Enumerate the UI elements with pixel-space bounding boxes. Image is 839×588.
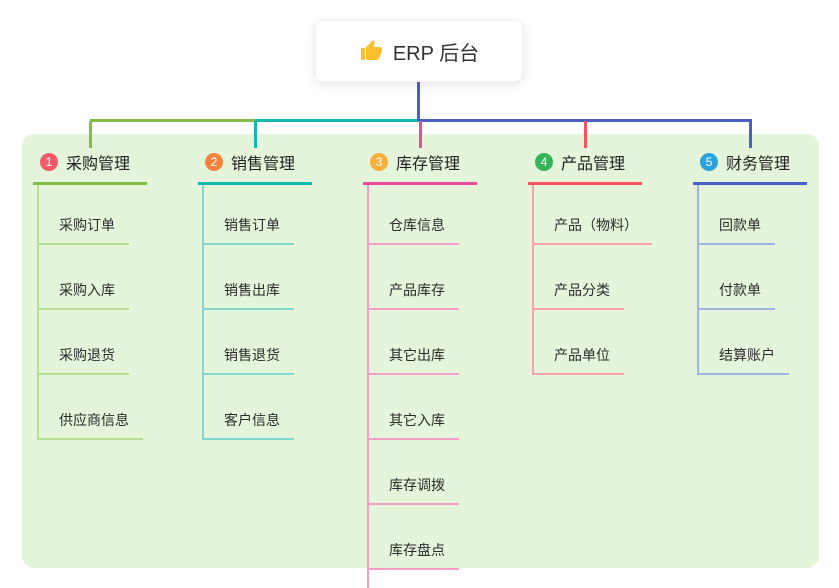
child-node-label: 产品（物料）: [554, 217, 638, 233]
branches-panel: [22, 134, 819, 568]
child-node-label: 其它入库: [389, 412, 445, 428]
branch-connector-drop: [749, 121, 752, 148]
child-node[interactable]: 回款单: [699, 185, 775, 245]
child-node[interactable]: 销售出库: [204, 245, 294, 310]
child-node[interactable]: 供应商信息: [39, 375, 143, 440]
branch: 4 产品管理 产品（物料） 产品分类产品单位: [528, 148, 652, 375]
child-node[interactable]: 仓库信息: [369, 185, 459, 245]
branch-title-label: 采购管理: [66, 156, 131, 173]
branch-title[interactable]: 1 采购管理: [33, 148, 147, 185]
branch-children: 仓库信息产品库存其它出库其它入库库存调拨库存盘点出库库明细: [367, 185, 473, 588]
child-node[interactable]: 其它出库: [369, 310, 459, 375]
branch: 2 销售管理 销售订单销售出库销售退货客户信息: [198, 148, 312, 440]
child-node-label: 其它出库: [389, 347, 445, 363]
child-node[interactable]: 产品分类: [534, 245, 624, 310]
root-node[interactable]: ERP 后台: [315, 20, 523, 82]
branch-title[interactable]: 5 财务管理: [693, 148, 807, 185]
branch-badge: 1: [40, 153, 58, 171]
branch-children: 销售订单销售出库销售退货客户信息: [202, 185, 294, 440]
child-node-label: 产品分类: [554, 282, 610, 298]
child-node-label: 客户信息: [224, 412, 280, 428]
child-node[interactable]: 产品库存: [369, 245, 459, 310]
branch-title-label: 产品管理: [561, 156, 626, 173]
child-node-label: 采购订单: [59, 217, 115, 233]
branch-title-label: 库存管理: [396, 156, 461, 173]
root-label: ERP 后台: [392, 42, 480, 65]
child-node[interactable]: 采购入库: [39, 245, 129, 310]
child-node[interactable]: 库存盘点: [369, 505, 459, 570]
child-node[interactable]: 客户信息: [204, 375, 294, 440]
branch: 5 财务管理 回款单付款单结算账户: [693, 148, 807, 375]
child-node-label: 销售出库: [224, 282, 280, 298]
branch-title[interactable]: 2 销售管理: [198, 148, 312, 185]
child-node-label: 付款单: [719, 282, 761, 298]
branch-connector-drop: [419, 121, 422, 148]
child-node-label: 产品库存: [389, 282, 445, 298]
branch-badge: 5: [700, 153, 718, 171]
branch-badge: 3: [370, 153, 388, 171]
branch-children: 产品（物料） 产品分类产品单位: [532, 185, 652, 375]
child-node[interactable]: 产品（物料）: [534, 185, 652, 245]
child-node-label: 销售订单: [224, 217, 280, 233]
child-node-label: 产品单位: [554, 347, 610, 363]
root-stem-line: [417, 82, 420, 121]
child-node[interactable]: 结算账户: [699, 310, 789, 375]
child-node[interactable]: 产品单位: [534, 310, 624, 375]
child-node[interactable]: 采购退货: [39, 310, 129, 375]
child-node[interactable]: 销售退货: [204, 310, 294, 375]
branch-children: 回款单付款单结算账户: [697, 185, 789, 375]
branch-connector-horizontal: [255, 119, 421, 122]
child-node[interactable]: 其它入库: [369, 375, 459, 440]
child-node[interactable]: 采购订单: [39, 185, 129, 245]
child-node-label: 回款单: [719, 217, 761, 233]
branch: 1 采购管理 采购订单采购入库采购退货供应商信息: [33, 148, 147, 440]
child-node[interactable]: 出库库明细: [369, 570, 473, 588]
branch: 3 库存管理 仓库信息产品库存其它出库其它入库库存调拨库存盘点出库库明细: [363, 148, 477, 588]
branch-title-label: 销售管理: [231, 156, 296, 173]
branch-connector-horizontal: [419, 119, 752, 122]
child-node[interactable]: 付款单: [699, 245, 775, 310]
branch-connector-drop: [89, 121, 92, 148]
child-node[interactable]: 销售订单: [204, 185, 294, 245]
child-node-label: 仓库信息: [389, 217, 445, 233]
branch-title[interactable]: 3 库存管理: [363, 148, 477, 185]
thumbs-up-icon: [360, 40, 382, 60]
child-node-label: 库存盘点: [389, 542, 445, 558]
branch-badge: 4: [535, 153, 553, 171]
child-node-label: 结算账户: [719, 347, 775, 363]
branch-children: 采购订单采购入库采购退货供应商信息: [37, 185, 143, 440]
branch-connector-drop: [584, 121, 587, 148]
child-node-label: 销售退货: [224, 347, 280, 363]
child-node-label: 采购退货: [59, 347, 115, 363]
child-node-label: 采购入库: [59, 282, 115, 298]
child-node-label: 库存调拨: [389, 477, 445, 493]
child-node[interactable]: 库存调拨: [369, 440, 459, 505]
branch-connector-drop: [254, 121, 257, 148]
branch-badge: 2: [205, 153, 223, 171]
child-node-label: 供应商信息: [59, 412, 129, 428]
branch-title[interactable]: 4 产品管理: [528, 148, 642, 185]
branch-title-label: 财务管理: [726, 156, 791, 173]
